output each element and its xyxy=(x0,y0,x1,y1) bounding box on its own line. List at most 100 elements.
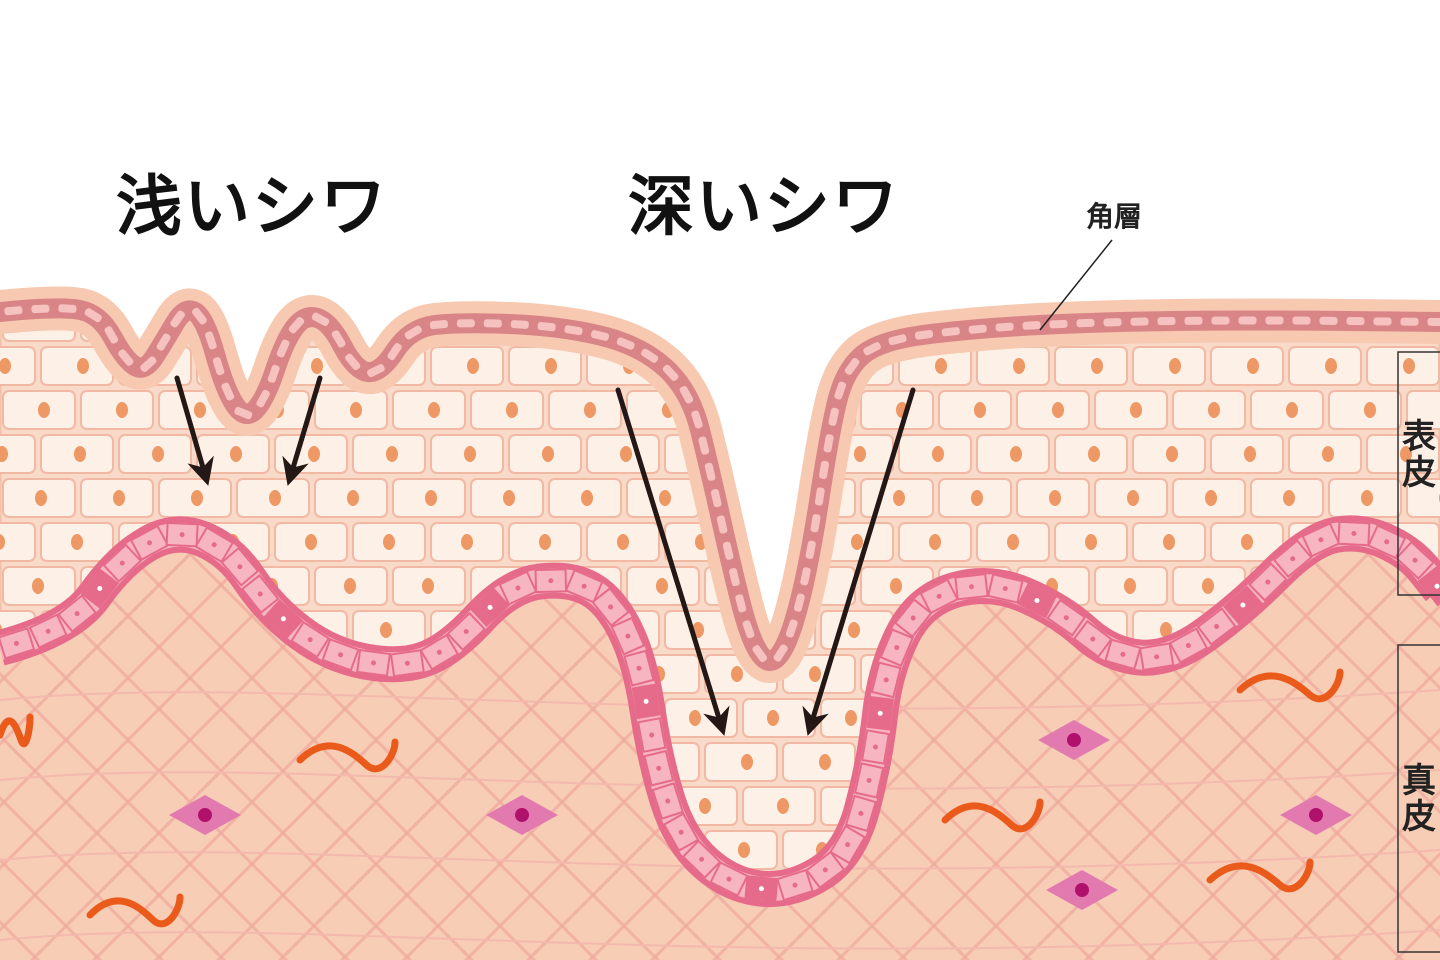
corneum-cell xyxy=(842,355,862,377)
basal-cell-nucleus xyxy=(873,744,878,750)
spinous-cell-nucleus xyxy=(1400,446,1412,462)
arrow-deep-right xyxy=(802,387,916,736)
corneum-cell xyxy=(329,328,348,350)
basal-cell xyxy=(623,649,655,687)
corneum-cell xyxy=(1398,315,1421,328)
spinous-cell-nucleus xyxy=(38,402,50,418)
spinous-cell-nucleus xyxy=(71,534,83,550)
basal-cell xyxy=(651,782,685,820)
spinous-cell-nucleus xyxy=(1088,446,1100,462)
collagen-fiber xyxy=(1106,533,1440,960)
basal-cell xyxy=(744,875,779,903)
basal-cell-nucleus xyxy=(515,585,521,591)
spinous-cell-nucleus xyxy=(932,446,944,462)
basal-cell-nucleus xyxy=(1154,654,1160,660)
corneum-cell xyxy=(783,617,800,640)
corneum-cell xyxy=(740,618,757,641)
spinous-cell-nucleus xyxy=(819,754,831,770)
spinous-cell-nucleus xyxy=(1007,534,1019,550)
spinous-cell-nucleus xyxy=(971,490,983,506)
spinous-cell-nucleus xyxy=(1085,534,1097,550)
spinous-cell-nucleus xyxy=(1241,534,1253,550)
corneum-cell xyxy=(727,566,742,589)
spinous-cell-nucleus xyxy=(1163,534,1175,550)
basal-cell xyxy=(564,568,604,604)
spinous-cell-nucleus xyxy=(1091,358,1103,374)
basal-cell-nucleus xyxy=(758,886,764,892)
collagen-fiber xyxy=(920,533,1440,960)
basal-cell xyxy=(1138,642,1175,672)
spinous-cell-nucleus xyxy=(305,534,317,550)
corneum-cell xyxy=(1263,314,1286,327)
spinous-cell-nucleus xyxy=(386,446,398,462)
basal-cell-nucleus xyxy=(894,645,900,651)
spinous-cell-nucleus xyxy=(1127,490,1139,506)
spinous-cell-nucleus xyxy=(1130,402,1142,418)
epidermis-label-char-1: 表 xyxy=(1402,417,1436,457)
basal-cell-nucleus xyxy=(13,640,19,646)
spinous-cell-nucleus xyxy=(0,446,8,462)
spinous-cell-nucleus xyxy=(1205,490,1217,506)
spinous-cell-nucleus xyxy=(0,534,5,550)
corneum-cell xyxy=(29,302,52,316)
basal-cell xyxy=(954,572,989,601)
basal-cell-nucleus xyxy=(643,698,649,704)
spinous-cell-nucleus xyxy=(929,534,941,550)
corneum-cell xyxy=(708,487,724,510)
corneum-cell xyxy=(993,320,1016,334)
spinous-cell-nucleus xyxy=(1166,446,1178,462)
spinous-cell-nucleus xyxy=(191,490,203,506)
basal-cell-nucleus xyxy=(636,665,642,671)
spinous-cell-nucleus xyxy=(1160,622,1172,638)
spinous-cell xyxy=(1406,390,1440,430)
corneum-cell xyxy=(1155,315,1178,328)
basal-cell xyxy=(870,661,902,699)
fibroblast-nucleus xyxy=(1309,808,1323,822)
spinous-cell-nucleus xyxy=(0,358,11,374)
basal-cell xyxy=(893,598,933,638)
basal-cell-nucleus xyxy=(1240,602,1246,608)
collagen-fiber xyxy=(0,533,204,960)
corneum-cell xyxy=(274,337,292,360)
epidermis-label: 表 皮 xyxy=(1399,417,1439,491)
corneum-cell xyxy=(832,379,849,402)
basal-cell-nucleus xyxy=(338,652,343,658)
spinous-cell-nucleus xyxy=(741,754,753,770)
spinous-cell-nucleus xyxy=(974,402,986,418)
corneum-cell xyxy=(1371,315,1394,328)
spinous-cell-nucleus xyxy=(731,666,743,682)
spinous-cell xyxy=(0,522,36,562)
spinous-cell-nucleus xyxy=(851,534,863,550)
corneum-cell xyxy=(696,434,712,457)
corneum-cell xyxy=(912,328,936,342)
spinous-cell-nucleus xyxy=(1169,358,1181,374)
basal-cell xyxy=(28,613,68,649)
dermis-label: 真 皮 xyxy=(1399,763,1439,837)
basal-cell-nucleus xyxy=(1434,583,1440,589)
elastin-fiber xyxy=(296,738,399,773)
basal-cell xyxy=(1337,520,1371,547)
spinous-cell-nucleus xyxy=(35,490,47,506)
collagen-fiber-wave xyxy=(0,689,1440,710)
corneum-cell xyxy=(791,591,807,614)
corneum-cell xyxy=(861,340,883,358)
spinous-cell-nucleus xyxy=(380,622,392,638)
spinous-cell-nucleus xyxy=(779,358,791,374)
spinous-cell-nucleus xyxy=(738,842,750,858)
corneum-cell xyxy=(714,513,730,536)
basal-cell-nucleus xyxy=(237,564,243,570)
corneum-cell xyxy=(1182,314,1205,327)
basal-cell-nucleus xyxy=(147,540,152,546)
corneum-cell xyxy=(56,302,79,315)
basal-cell xyxy=(986,573,1024,604)
dermis-label-char-2: 皮 xyxy=(1402,796,1436,837)
spinous-cell-nucleus xyxy=(74,446,86,462)
basal-cell xyxy=(1417,566,1440,607)
corneum-cell xyxy=(385,341,404,363)
spinous-cell-nucleus xyxy=(539,534,551,550)
elastin-fiber xyxy=(1206,858,1314,893)
corneum-cell xyxy=(481,317,504,330)
basal-cell xyxy=(643,749,675,787)
spinous-cell-nucleus xyxy=(1247,358,1259,374)
spinous-cell xyxy=(0,434,36,474)
